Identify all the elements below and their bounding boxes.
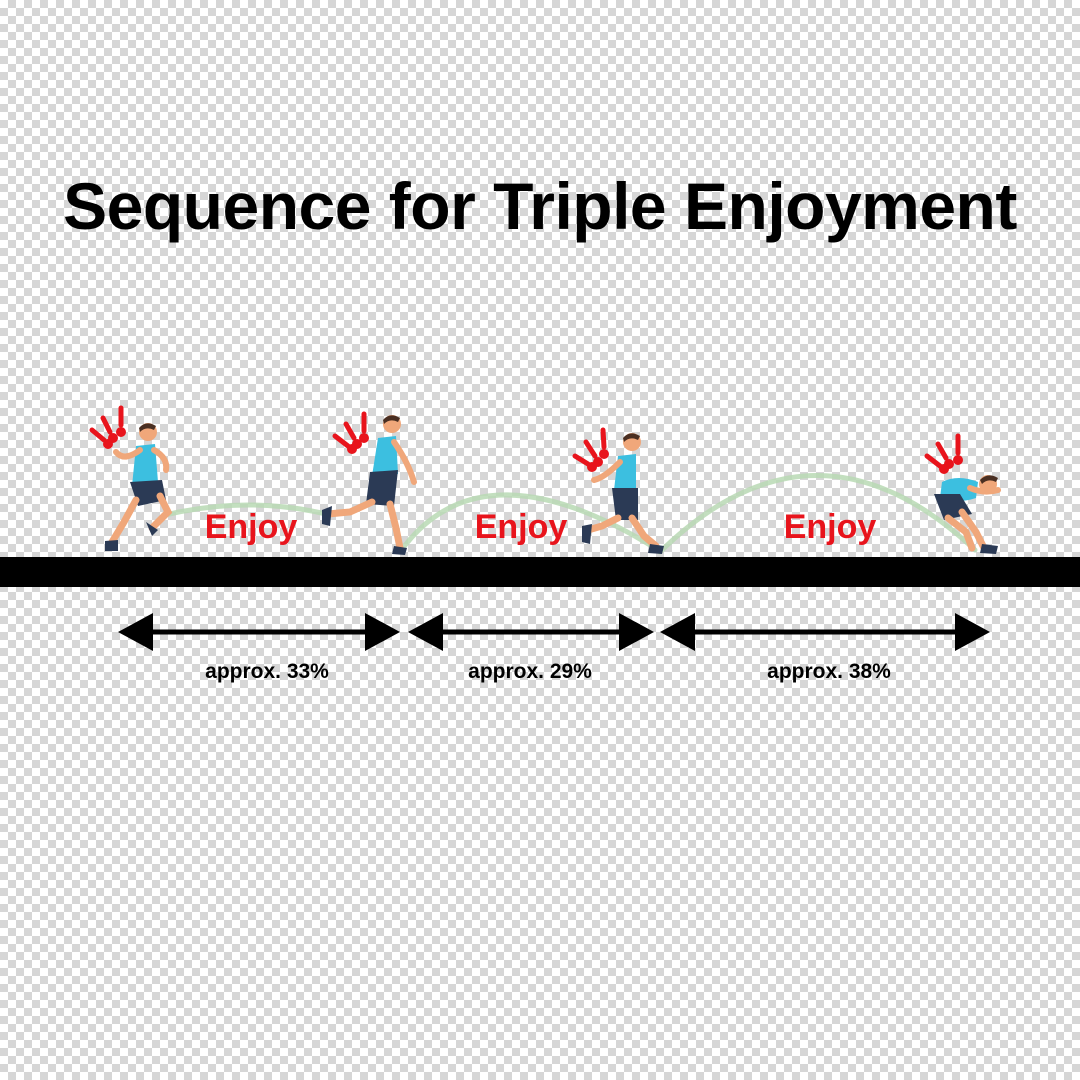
exclamation-marks-icon	[572, 427, 609, 472]
exclamation-marks-icon	[924, 433, 963, 474]
runner-figure-3	[572, 427, 664, 554]
jump-arc-1	[162, 502, 333, 518]
segment-percent-2: approx. 29%	[468, 660, 592, 683]
runner-figure-2	[322, 411, 417, 555]
double-arrow-icon-1	[118, 613, 400, 651]
exclamation-marks-icon	[89, 405, 126, 449]
segment-percent-3: approx. 38%	[767, 660, 891, 683]
enjoy-label-3: Enjoy	[783, 508, 877, 546]
runner-figure-4	[924, 433, 1001, 554]
runner-figure-1	[89, 405, 173, 551]
enjoy-label-2: Enjoy	[474, 508, 568, 546]
segment-percent-1: approx. 33%	[205, 660, 329, 683]
double-arrow-icon-3	[660, 613, 990, 651]
runway-ground	[0, 557, 1080, 587]
exclamation-marks-icon	[332, 411, 369, 454]
diagram-title: Sequence for Triple Enjoyment	[63, 169, 1017, 243]
jump-arc-3	[657, 473, 978, 555]
enjoy-label-1: Enjoy	[204, 508, 298, 546]
double-arrow-icon-2	[408, 613, 654, 651]
